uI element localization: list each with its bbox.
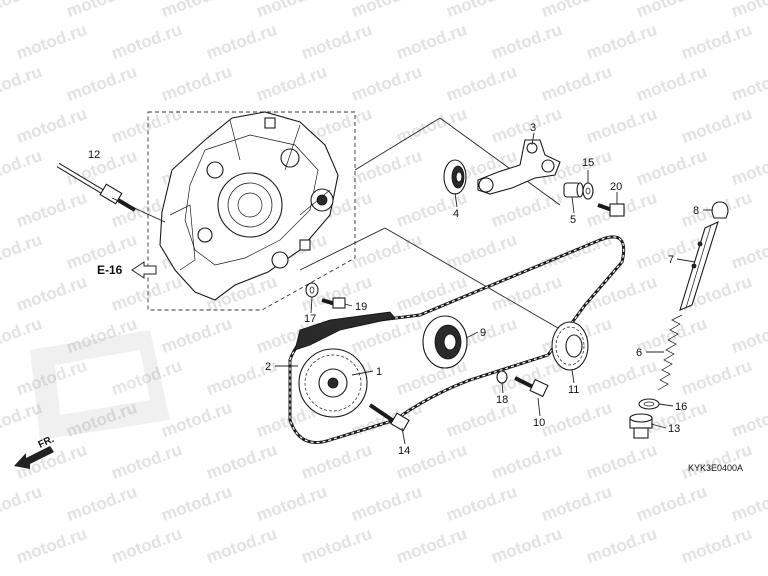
callout-10: 10 [533, 417, 545, 429]
part-17-washer [305, 282, 319, 298]
part-13-sealing-bolt [629, 413, 653, 439]
leader-box-to-tensioner [354, 117, 441, 171]
callout-11: 11 [568, 384, 579, 396]
callout-19: 19 [355, 301, 367, 313]
part-6-spring [657, 314, 683, 391]
part-10-bolt [514, 376, 549, 398]
callout-7: 7 [668, 254, 674, 266]
part-18-washer [496, 370, 508, 384]
crankcase-housing [159, 111, 339, 301]
part-9-idler-roller [422, 315, 468, 369]
callout-17: 17 [304, 313, 316, 325]
part-16-sealing-washer [638, 398, 660, 410]
part-14-bolt [368, 403, 410, 432]
part-1-drive-sprocket [298, 348, 368, 418]
callout-2: 2 [265, 361, 271, 373]
callout-13: 13 [668, 423, 680, 435]
callout-12: 12 [88, 149, 100, 161]
part-20-bolt [597, 203, 625, 217]
part-7-lifter-body [679, 220, 719, 311]
part-3-tensioner-arm [477, 139, 561, 195]
part-8-cap [711, 201, 729, 219]
part-2-cam-chain [288, 235, 626, 444]
callout-3: 3 [530, 122, 536, 134]
callout-16: 16 [675, 401, 687, 413]
leader-box-to-chain [299, 227, 386, 271]
part-15-washer [582, 182, 594, 200]
part-19-bolt [321, 297, 346, 309]
diagram-code: KYK3E0400A [688, 463, 743, 473]
front-direction-arrow [14, 446, 54, 469]
part-4-tensioner-roller [443, 159, 467, 195]
callout-5: 5 [570, 214, 576, 226]
leader-chain-area [384, 227, 571, 336]
callout-1: 1 [376, 366, 382, 378]
callout-6: 6 [636, 347, 642, 359]
brand-emblem-watermark [30, 330, 170, 440]
leader-tensioner-area [439, 117, 561, 206]
section-ref-label: E-16 [97, 263, 123, 277]
part-5-collar [563, 182, 584, 198]
part-11-cam-sprocket [551, 321, 589, 371]
callout-leaders [275, 132, 713, 445]
callout-9: 9 [480, 327, 486, 339]
callout-15: 15 [582, 157, 594, 169]
callout-20: 20 [610, 181, 622, 193]
callout-8: 8 [693, 205, 699, 217]
callout-18: 18 [496, 394, 508, 406]
section-ref-arrow [131, 261, 157, 279]
part-12-stud-bolt [56, 162, 166, 223]
callout-4: 4 [453, 208, 459, 220]
callout-14: 14 [398, 445, 410, 457]
callout-labels: 1 2 3 4 5 6 7 8 9 10 11 12 13 14 15 16 1… [37, 122, 743, 473]
